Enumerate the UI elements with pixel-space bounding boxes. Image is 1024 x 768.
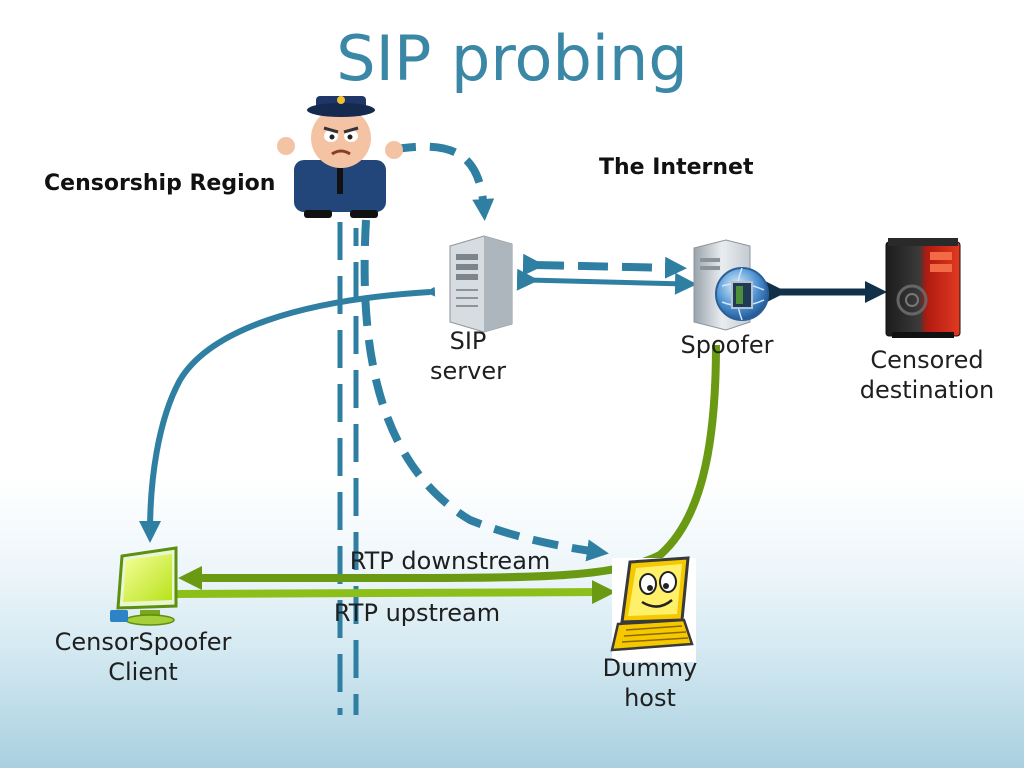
rtp-downstream-arrow xyxy=(178,344,720,590)
censorship-region-label: Censorship Region xyxy=(44,171,276,196)
client-sip-arrow xyxy=(139,286,436,543)
sip-server-label: SIP server xyxy=(430,327,506,385)
censored-destination-label: Censored destination xyxy=(859,346,995,404)
slide-title: SIP probing xyxy=(336,22,688,95)
rtp-downstream-label: RTP downstream xyxy=(349,547,551,575)
rtp-upstream-arrow xyxy=(175,580,616,605)
internet-region-label: The Internet xyxy=(599,155,754,180)
monitor-icon xyxy=(110,546,178,626)
spoofer-server-globe-icon xyxy=(693,239,769,331)
censorship-boundary-line xyxy=(337,222,359,715)
spoofer-label: Spoofer xyxy=(680,331,774,359)
server-tower-icon xyxy=(449,235,513,333)
rtp-upstream-label: RTP upstream xyxy=(333,599,501,627)
red-server-icon xyxy=(885,238,961,338)
censor-probe-arrow xyxy=(389,142,495,221)
police-officer-icon xyxy=(277,96,403,218)
dummy-host-label: Dummy host xyxy=(602,654,698,712)
sip-spoofer-dashed-arrow xyxy=(522,253,687,279)
sip-spoofer-solid-arrow xyxy=(516,268,697,295)
laptop-face-icon xyxy=(610,556,696,662)
client-label: CensorSpoofer Client xyxy=(54,628,232,686)
